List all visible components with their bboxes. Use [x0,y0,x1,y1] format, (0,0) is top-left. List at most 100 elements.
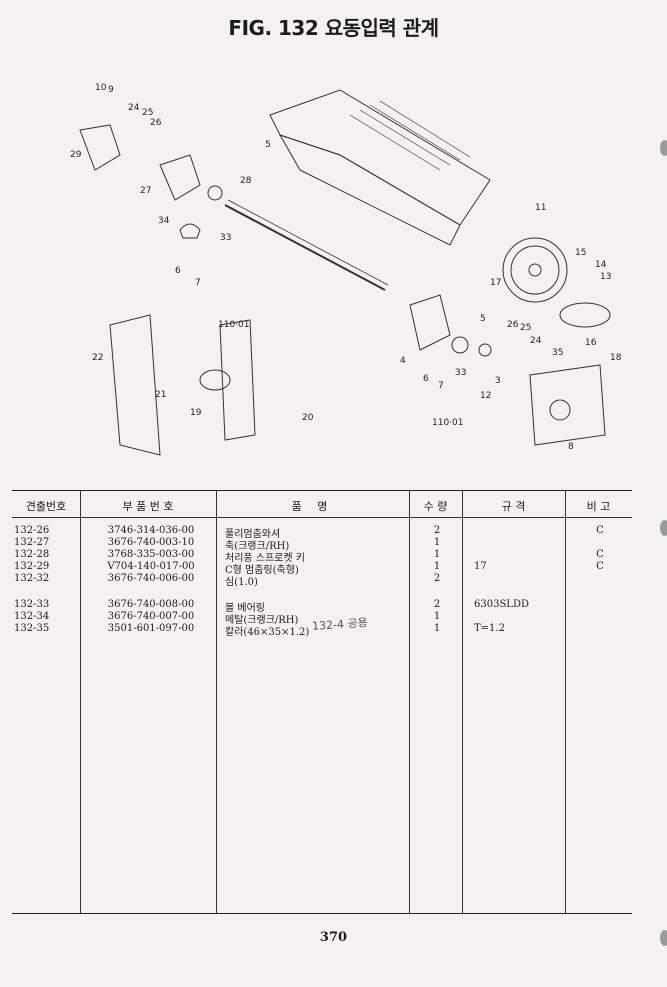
page-title: FIG. 132 요동입력 관계 [228,16,439,40]
part-callout: 9 [108,85,114,95]
part-callout: 34 [158,216,170,226]
part-callout: 14 [595,260,607,270]
cell-name: C형 멈춤링(축형) [225,565,299,576]
cell-part: 3676-740-003-10 [107,537,195,548]
cell-qty: 1 [433,623,441,634]
part-callout: 110·01 [218,320,250,330]
cell-part: 3768-335-003-00 [107,549,195,560]
part-callout: 5 [265,140,271,150]
part-callout: 19 [190,408,202,418]
part-callout: 5 [480,314,486,324]
cell-spec: T=1.2 [474,623,505,634]
cell-ref: 132-28 [14,549,50,560]
cell-name: 메탈(크랭크/RH) [225,615,299,626]
part-callout: 25 [520,323,531,333]
cell-name: 처리풍 스프로켓 키 [225,553,305,564]
cell-qty: 2 [433,599,441,610]
part-callout: 28 [240,176,252,186]
header-part-no: 부 품 번 호 [122,500,174,513]
cell-ref: 132-34 [14,611,50,622]
part-callout: 18 [610,353,622,363]
lower-frame [109,314,161,456]
shaft [224,204,386,291]
part-callout: 6 [423,374,429,384]
header-name: 품 명 [291,500,334,513]
cell-ref: 132-26 [14,525,50,536]
part-callout: 3 [495,376,501,386]
pulley [502,237,568,303]
table-row: 132-26 3746-314-036-00 풀리멈춤와셔 2 C [12,525,632,540]
part-callout: 7 [195,278,201,288]
part-callout: 4 [400,356,406,366]
header-note: 비 고 [586,500,611,513]
cell-name: 칼라(46×35×1.2) [225,627,310,638]
cell-qty: 1 [433,537,441,548]
part-callout: 21 [155,390,166,400]
part-callout: 20 [302,413,314,423]
cell-name: 풀리멈춤와셔 [225,529,281,540]
table-row: 132-35 3501-601-097-00 칼라(46×35×1.2) 1 T=1.2 [12,623,632,638]
cell-ref: 132-27 [14,537,50,548]
part-callout: 33 [455,368,466,378]
cell-ref: 132-29 [14,561,50,572]
part-callout: 7 [438,381,444,391]
cell-note: C [596,561,604,572]
page-number: 370 [319,930,348,945]
part-callout: 27 [140,186,151,196]
table-row: 132-33 3676-740-008-00 볼 베어링 2 6303SLDD [12,599,632,614]
table-row: 132-28 3768-335-003-00 처리풍 스프로켓 키 1 C [12,549,632,564]
part-callout: 17 [490,278,501,288]
part-callout: 11 [535,203,546,213]
cell-name: 볼 베어링 [225,603,265,614]
cell-note: C [596,549,604,560]
cell-name: 축(크랭크/RH) [225,541,290,552]
part-callout: 25 [142,108,153,118]
header-ref: 견출번호 [25,500,67,513]
cell-part: V704-140-017-00 [107,561,195,572]
cell-part: 3676-740-008-00 [107,599,195,610]
housing-cover [269,89,491,226]
part-callout: 24 [530,336,542,346]
part-callout: 24 [128,103,140,113]
table-row: 132-27 3676-740-003-10 축(크랭크/RH) 1 [12,537,632,552]
left-bracket [79,124,121,171]
cell-qty: 1 [433,549,441,560]
part-callout: 22 [92,353,103,363]
cell-ref: 132-33 [14,599,50,610]
punch-hole [660,520,667,536]
crank-plate [159,154,201,201]
part-callout: 13 [600,272,611,282]
part-callout: 12 [480,391,491,401]
part-callout: 8 [568,442,574,452]
cell-qty: 2 [433,573,441,584]
cell-note: C [596,525,604,536]
part-callout: 15 [575,248,586,258]
cell-ref: 132-32 [14,573,50,584]
cell-part: 3746-314-036-00 [107,525,195,536]
part-callout: 26 [507,320,519,330]
part-callout: 6 [175,266,181,276]
cell-ref: 132-35 [14,623,50,634]
cell-spec: 17 [474,561,487,572]
part-callout: 35 [552,348,563,358]
part-callout: 10 [95,83,107,93]
right-bracket [409,294,451,351]
cell-qty: 2 [433,525,441,536]
punch-hole [660,140,667,156]
header-spec: 규 격 [501,500,526,513]
part-callout: 110·01 [432,418,464,428]
part-callout: 26 [150,118,162,128]
punch-hole [660,930,667,946]
part-callout: 33 [220,233,231,243]
part-callout: 16 [585,338,597,348]
cell-part: 3676-740-007-00 [107,611,195,622]
cell-part: 3676-740-006-00 [107,573,195,584]
cell-spec: 6303SLDD [474,599,529,610]
housing-side [278,134,461,246]
cell-part: 3501-601-097-00 [107,623,195,634]
